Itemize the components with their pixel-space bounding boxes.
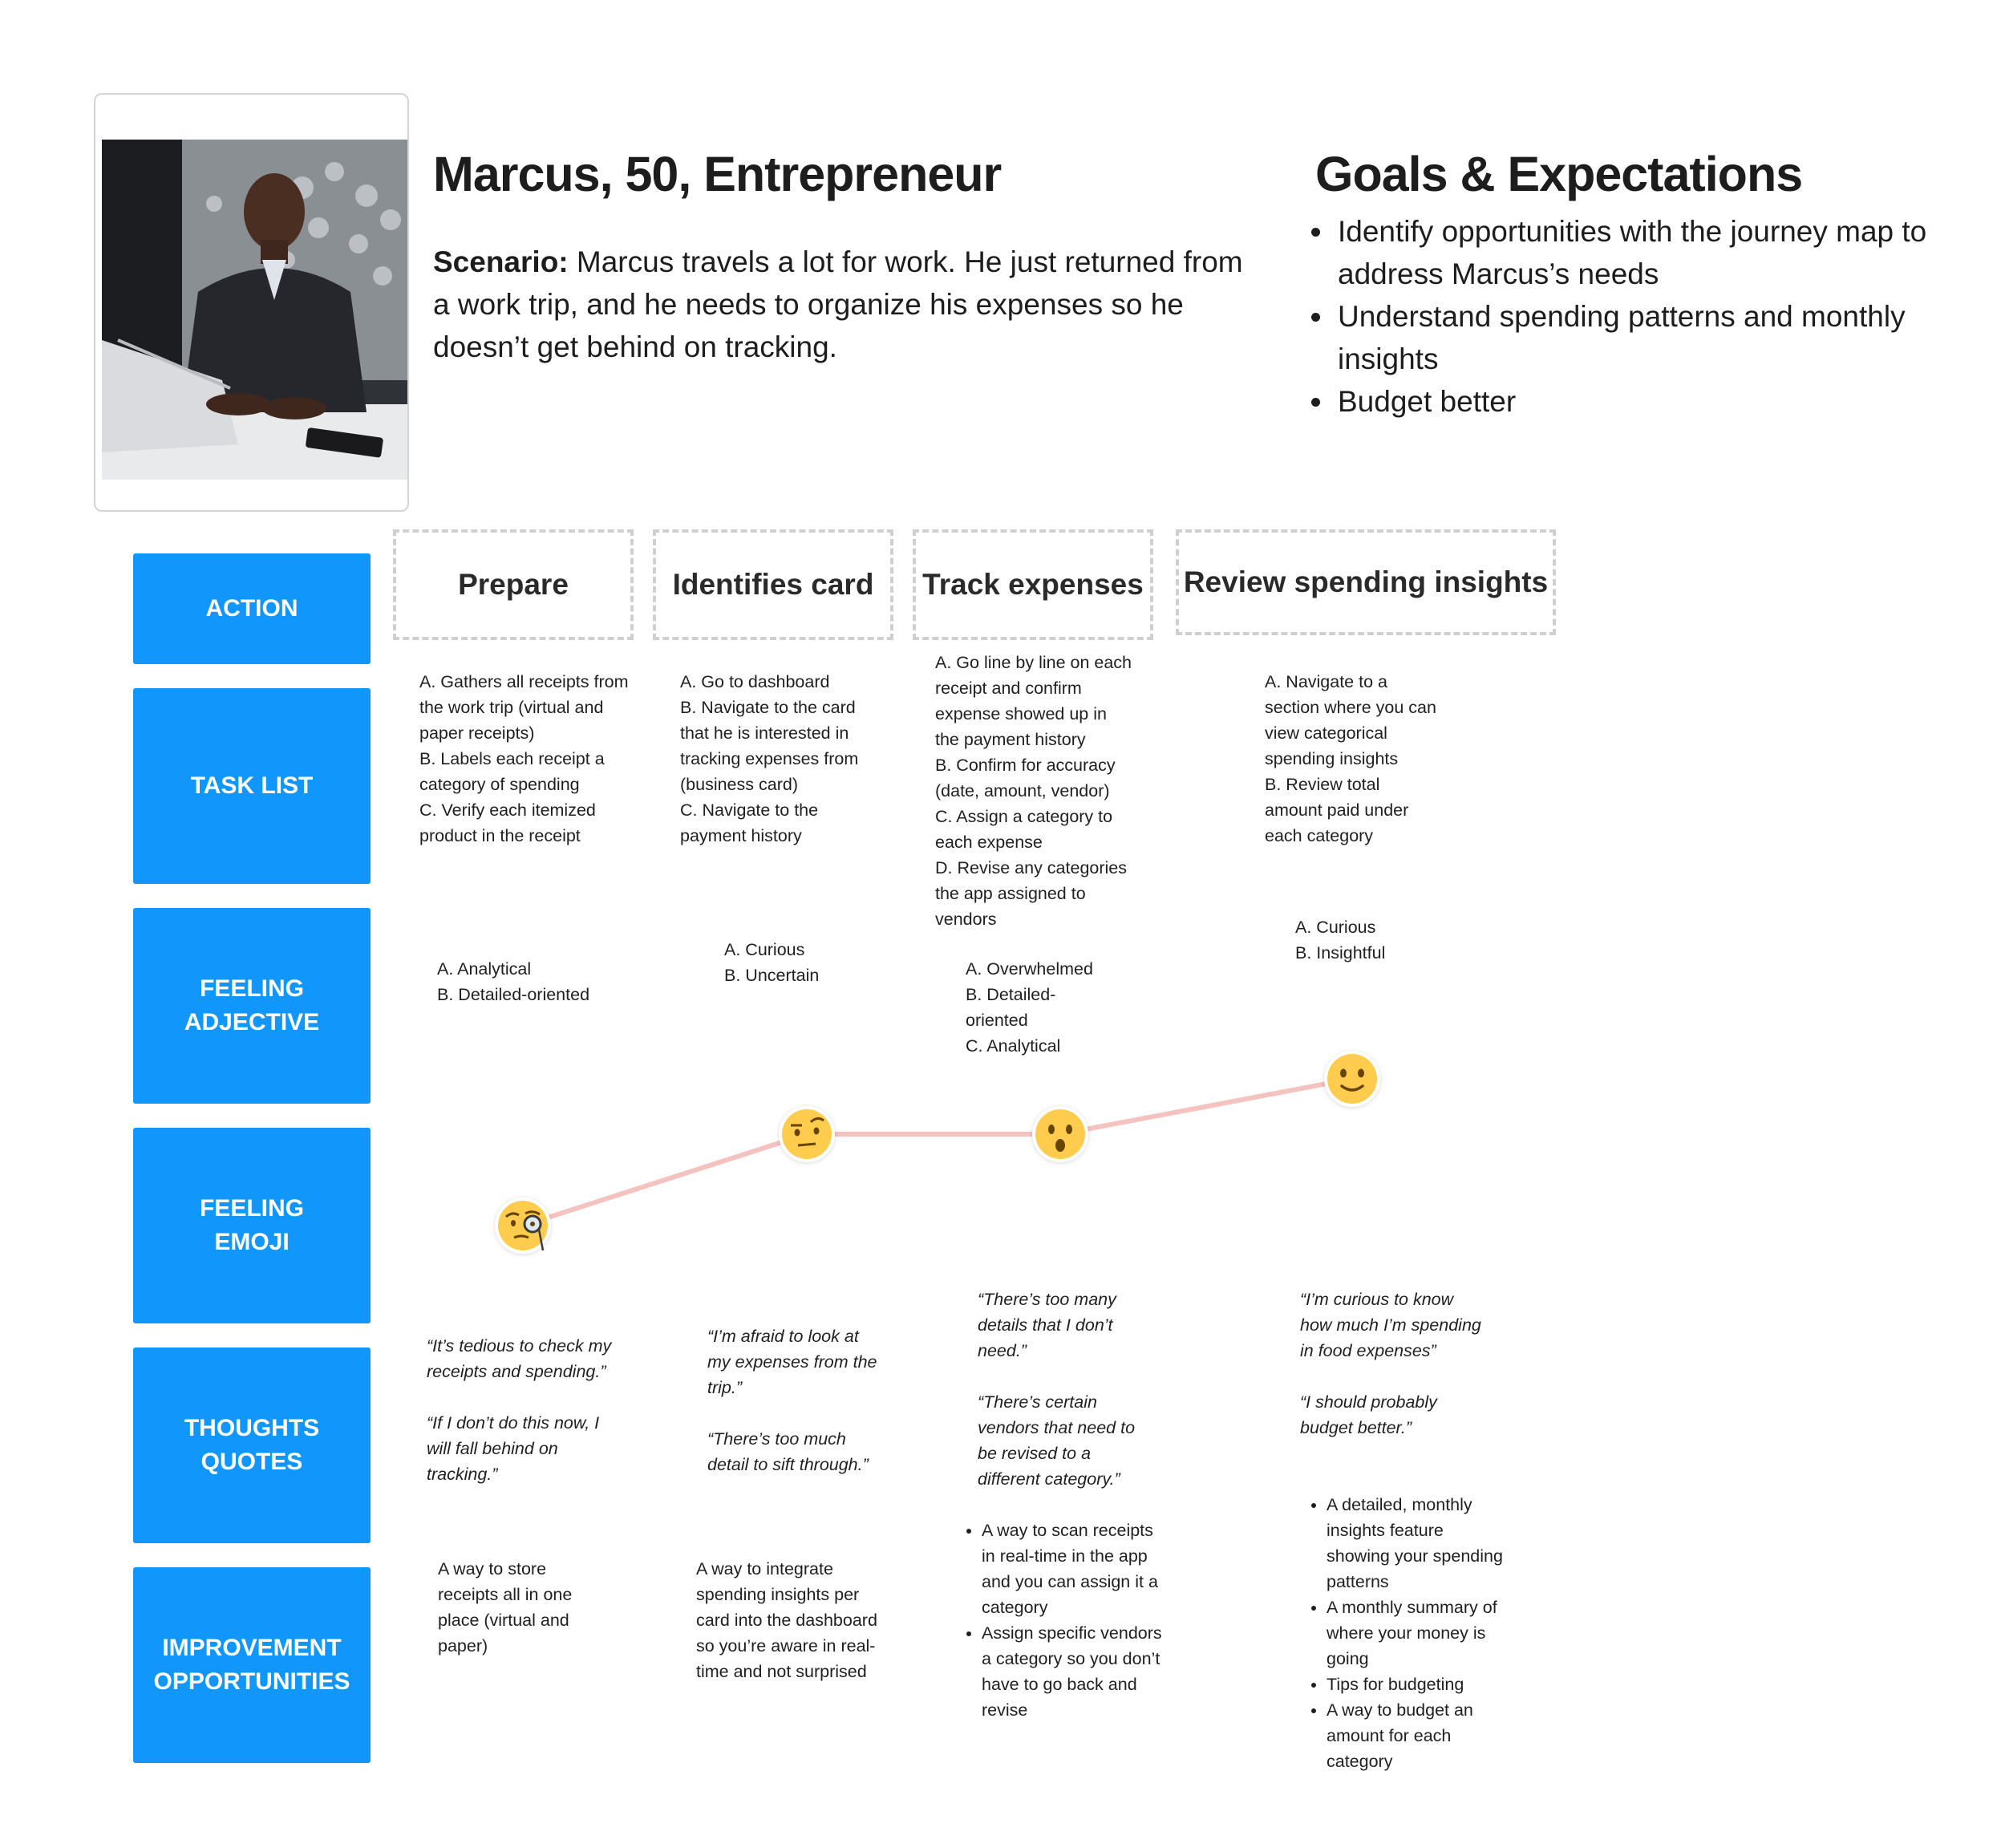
stage-track-expenses: Track expenses xyxy=(913,529,1153,640)
quotes-identifies-card: “I’m afraid to look at my expenses from … xyxy=(707,1327,877,1474)
feelings-prepare: A. Analytical B. Detailed-oriented xyxy=(437,959,590,1004)
task-list-prepare: A. Gathers all receipts from the work tr… xyxy=(419,672,629,845)
persona-photo-card xyxy=(94,93,409,512)
list-item: Tips for budgeting xyxy=(1327,1672,1509,1697)
row-label-feeling-adjective: FEELING ADJECTIVE xyxy=(133,908,371,1104)
scenario-label: Scenario: xyxy=(433,245,569,278)
task-list-track-expenses: A. Go line by line on each receipt and c… xyxy=(935,653,1132,929)
slightly-smiling-face-icon xyxy=(1324,1051,1380,1107)
goals-title: Goals & Expectations xyxy=(1315,147,1803,201)
row-label-thoughts-quotes: THOUGHTS QUOTES xyxy=(133,1348,371,1543)
quotes-review-insights: “I’m curious to know how much I’m spendi… xyxy=(1300,1290,1481,1437)
stage-prepare: Prepare xyxy=(393,529,634,640)
row-label-task-list: TASK LIST xyxy=(133,688,371,884)
goal-item: Identify opportunities with the journey … xyxy=(1335,210,1992,295)
list-item: Assign specific vendors a category so yo… xyxy=(982,1620,1165,1723)
list-item: A detailed, monthly insights feature sho… xyxy=(1327,1492,1509,1595)
improvement-prepare: A way to store receipts all in one place… xyxy=(438,1559,573,1656)
goal-item: Understand spending patterns and monthly… xyxy=(1335,295,1992,380)
persona-title: Marcus, 50, Entrepreneur xyxy=(433,147,1002,201)
goals-list: Identify opportunities with the journey … xyxy=(1306,210,1992,423)
hushed-face-icon xyxy=(1032,1106,1088,1162)
list-item: A monthly summary of where your money is… xyxy=(1327,1595,1509,1672)
goal-item: Budget better xyxy=(1335,380,1992,423)
stage-review-spending-insights: Review spending insights xyxy=(1176,529,1556,635)
feelings-track-expenses: A. Overwhelmed B. Detailed- oriented C. … xyxy=(966,959,1093,1056)
improvement-review-insights: A detailed, monthly insights feature sho… xyxy=(1309,1492,1509,1774)
row-label-action: ACTION xyxy=(133,553,371,664)
task-list-review-insights: A. Navigate to a section where you can v… xyxy=(1265,672,1436,845)
task-list-identifies-card: A. Go to dashboard B. Navigate to the ca… xyxy=(680,672,859,845)
face-with-raised-eyebrow-icon xyxy=(779,1106,835,1162)
face-with-monocle-icon xyxy=(495,1198,551,1254)
row-label-improvement-opportunities: IMPROVEMENT OPPORTUNITIES xyxy=(133,1567,371,1763)
improvement-identifies-card: A way to integrate spending insights per… xyxy=(696,1559,877,1681)
list-item: A way to budget an amount for each categ… xyxy=(1327,1697,1509,1774)
persona-photo xyxy=(102,140,407,480)
feelings-identifies-card: A. Curious B. Uncertain xyxy=(724,940,820,985)
person-at-laptop-photo xyxy=(102,140,407,480)
improvement-track-expenses: A way to scan receipts in real-time in t… xyxy=(964,1518,1165,1723)
scenario-text: Scenario: Marcus travels a lot for work.… xyxy=(433,241,1243,368)
scenario-body: Marcus travels a lot for work. He just r… xyxy=(433,245,1243,363)
quotes-prepare: “It’s tedious to check my receipts and s… xyxy=(427,1336,612,1484)
row-label-feeling-emoji: FEELING EMOJI xyxy=(133,1128,371,1323)
stage-identifies-card: Identifies card xyxy=(653,529,893,640)
feelings-review-insights: A. Curious B. Insightful xyxy=(1295,918,1386,962)
quotes-track-expenses: “There’s too many details that I don’t n… xyxy=(978,1290,1136,1489)
list-item: A way to scan receipts in real-time in t… xyxy=(982,1518,1165,1620)
